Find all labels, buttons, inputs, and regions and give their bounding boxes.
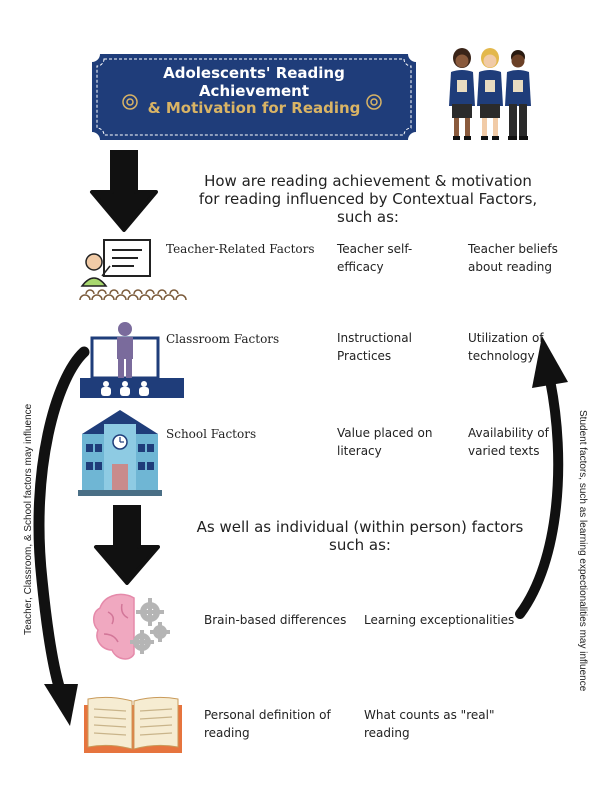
- banner-title-line1: Adolescents' Reading: [163, 64, 345, 82]
- contextual-factors-question: How are reading achievement & motivation…: [198, 172, 538, 226]
- right-arrowhead: [532, 336, 568, 388]
- learning-exceptionalities: Learning exceptionalities: [364, 613, 515, 627]
- banner-left-ornament-icon: [122, 94, 138, 110]
- down-arrow-icon: [90, 150, 158, 232]
- left-arrowhead: [44, 684, 78, 726]
- teacher-related-factors-label: Teacher-Related Factors: [166, 242, 315, 256]
- open-book-icon: [84, 696, 182, 753]
- right-curved-arrow: [515, 375, 564, 619]
- what-counts-as-real-reading: What counts as "real"reading: [364, 708, 495, 740]
- banner-right-ornament-icon: [366, 94, 382, 110]
- students-icon: [449, 48, 531, 140]
- school-factors-label: School Factors: [166, 427, 257, 441]
- right-side-note: Student factors, such as learning expect…: [577, 410, 588, 692]
- school-icon: [78, 410, 162, 496]
- classroom-factors-label: Classroom Factors: [166, 332, 280, 346]
- banner-title-line2: Achievement: [198, 82, 310, 100]
- brain-based-differences: Brain-based differences: [204, 613, 347, 627]
- title-banner: [92, 54, 416, 140]
- left-side-note: Teacher, Classroom, & School factors may…: [23, 403, 34, 635]
- banner-title-line3: & Motivation for Reading: [147, 99, 361, 117]
- individual-factors-question: As well as individual (within person) fa…: [196, 518, 524, 554]
- down-arrow-icon: [94, 505, 160, 585]
- teacher-self-efficacy: Teacher self-efficacy: [337, 242, 413, 274]
- classroom-icon: [80, 322, 184, 398]
- teacher-icon: [79, 239, 187, 301]
- left-curved-arrow: [33, 346, 90, 696]
- brain-gears-icon: [93, 593, 170, 660]
